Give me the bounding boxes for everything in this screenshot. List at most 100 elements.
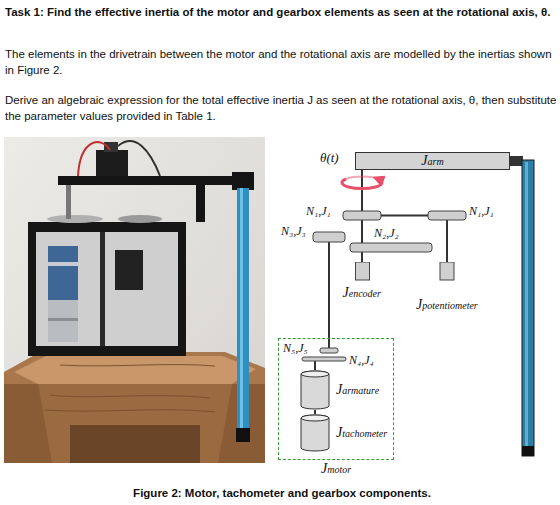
arm-photo [58,176,253,185]
sensor-shape [355,262,369,280]
rotation-arrow [346,177,378,179]
text-slot: Derive an algebraic expression for the t… [5,92,557,124]
inertia-label: Jarm [421,154,443,169]
armature-cylinder: Jarmature [300,370,379,410]
inertia-label: Jmotor [278,462,394,477]
shaft-line [381,215,428,217]
cylinder-shape [300,370,330,410]
body-paragraph: Derive an algebraic expression for the t… [5,92,557,124]
inertia-label: Jarmature [336,383,379,398]
task-heading: Task 1: Find the effective inertia of th… [5,4,557,21]
pendulum-rod [522,160,534,456]
inertia-label: Jencoder [343,286,381,301]
apparatus-photo [4,137,265,463]
motor-photo [48,318,78,321]
arm-photo [96,150,128,176]
rig-frame [178,222,186,356]
shaft-connector [314,410,316,414]
text-slot: N₁,J₁ [306,204,331,218]
text-slot: N₂,J₂ [374,226,399,240]
arm-photo [104,142,118,152]
shaft-line [446,220,448,262]
body-paragraph: The elements in the drivetrain between t… [5,46,557,78]
pendulum-rod [509,156,523,166]
gear-label: N₂,J₂ [374,226,399,240]
arm-photo [78,142,110,176]
encoder-block: Jencoder [343,262,381,301]
rig-frame [28,222,186,232]
inertia-label: Jpotentiometer [416,298,478,313]
potentiometer-block: Jpotentiometer [416,262,478,313]
wooden-stool [4,352,265,463]
motor-photo [115,250,143,290]
motor-photo [48,262,78,266]
gear-disc [320,348,338,353]
rig-frame [100,228,105,348]
arm-photo [66,185,71,219]
motor-photo [48,246,78,302]
text-slot: N₅,J₅ [283,341,308,355]
inertia-label: Jtachometer [336,426,387,441]
shaft-line [328,242,330,348]
cylinder-shape [301,415,329,421]
gear-disc [350,243,432,252]
cylinder-shape [301,371,329,409]
sensor-shape [343,262,382,286]
gear-label: N₄,J₄ [349,353,374,367]
text-slot: The elements in the drivetrain between t… [5,46,557,78]
text-slot: N₃,J₃ [281,224,306,238]
wooden-stool [4,352,265,463]
text-slot: Task 1: Find the effective inertia of th… [5,4,557,21]
arm-photo [232,172,254,190]
arm-photo [240,188,243,438]
figure-caption: Figure 2: Motor, tachometer and gearbox … [4,486,560,501]
text-slot: θ(t) [320,150,339,165]
sensor-shape [440,262,454,280]
gear-disc [302,357,346,361]
arm-photo [58,141,254,442]
cylinder-shape [300,414,330,452]
rotation-arrow [342,179,382,189]
gear-label: N₁,J₁ [306,204,331,218]
gear-label: N₅,J₅ [283,341,308,355]
shaft-line [361,220,363,243]
gear-disc [428,211,466,220]
gear-label: N₃,J₃ [281,224,306,238]
text-slot: N₁,J₁ [469,204,494,218]
pendulum-rod [525,162,528,446]
wooden-stool [4,384,52,463]
gear-disc [313,232,345,242]
rig-frame [28,346,186,356]
angle-symbol: θ(t) [320,150,339,165]
rotation-arrow [342,177,382,189]
motor-group: Jmotor JarmatureJtachometer [278,338,394,477]
motor-photo [47,215,103,223]
wooden-stool [70,425,200,463]
shaft-line [315,170,447,370]
rig-frame [32,232,180,348]
wooden-stool [14,356,256,384]
arm-photo [196,185,205,222]
cylinder-shape [301,415,329,451]
tachometer-cylinder: Jtachometer [300,414,387,452]
cylinder-shape [301,371,329,377]
arm-photo [237,188,249,438]
motor-photo [118,215,162,223]
arm-photo [118,141,160,176]
gear-disc [343,211,381,220]
dashed-outline [278,338,394,460]
gear-label: N₁,J₁ [469,204,494,218]
sensor-shape [416,262,478,298]
motor-photo [48,300,78,342]
motor-photo [47,215,162,342]
shaft-line [361,252,363,262]
shaft-line [314,361,316,370]
rig-frame [28,222,36,356]
pendulum-rod [522,446,534,456]
rig-frame [28,222,186,356]
pendulum-rod [509,156,534,456]
inertia-box: Jarm [355,152,510,170]
apparatus-photo [4,137,265,463]
